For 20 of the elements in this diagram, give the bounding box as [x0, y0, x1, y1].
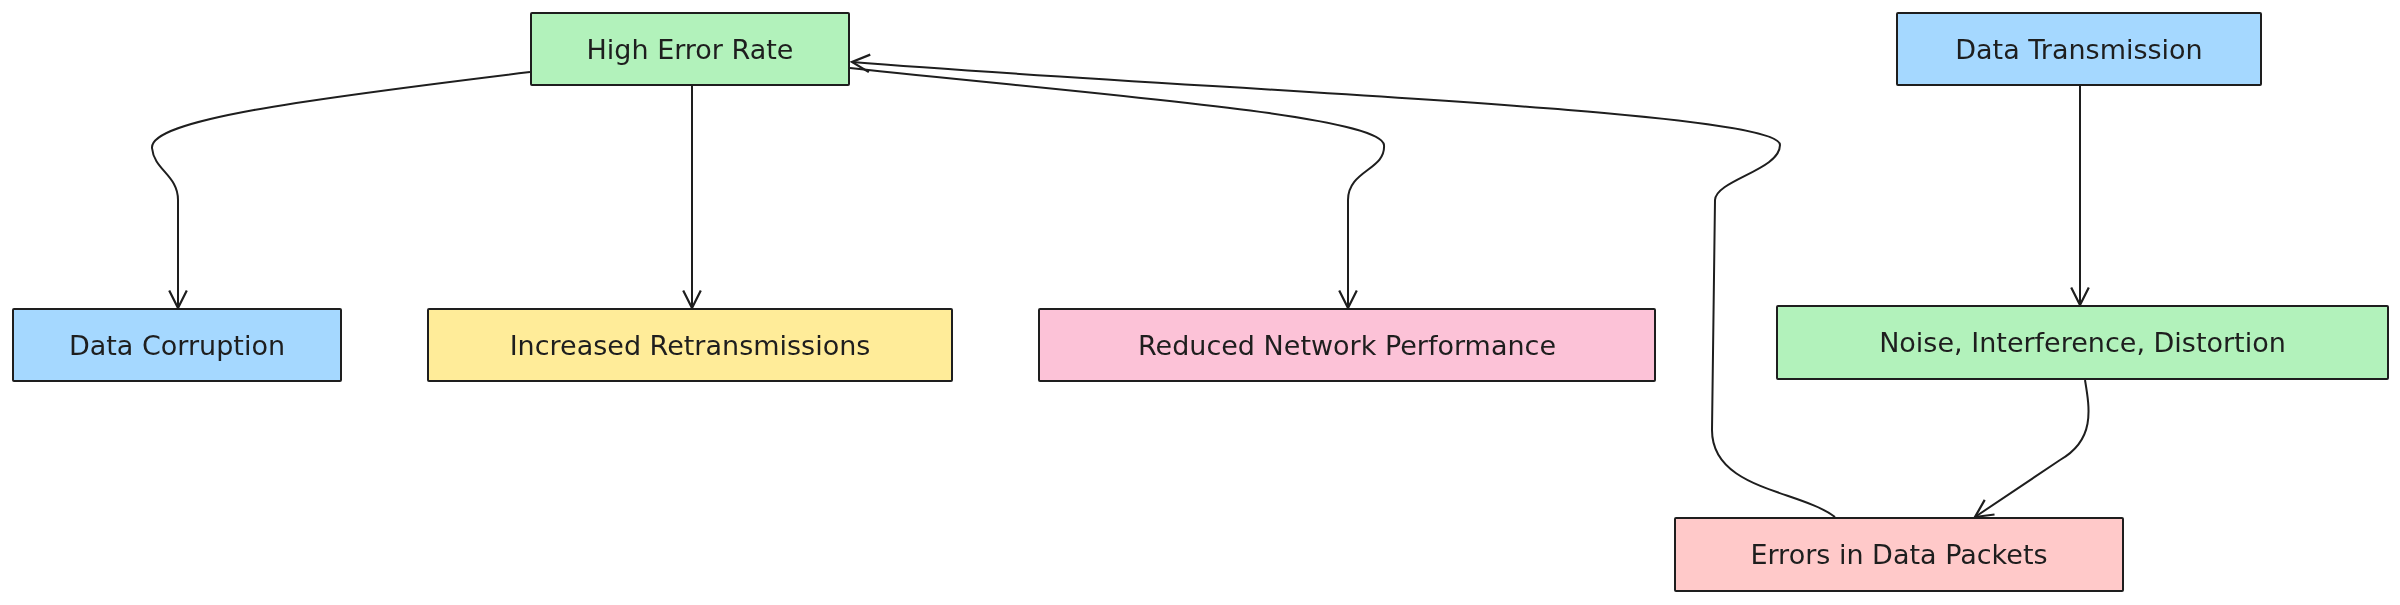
process-box — [1776, 305, 2389, 380]
arrow — [151, 71, 531, 310]
node-label: Errors in Data Packets — [1750, 539, 2048, 570]
node-label: High Error Rate — [586, 33, 794, 65]
arrow — [682, 85, 702, 310]
node-label: Noise, Interference, Distortion — [1879, 327, 2286, 358]
process-box — [1896, 12, 2262, 86]
node-label: Increased Retransmissions — [509, 329, 871, 361]
node-label: Reduced Network Performance — [1138, 329, 1556, 361]
process-box — [1038, 308, 1656, 382]
process-box — [427, 308, 953, 382]
arrow — [2070, 85, 2090, 307]
arrow — [1973, 379, 2090, 519]
process-box — [530, 12, 850, 86]
node-label: Data Corruption — [68, 329, 286, 361]
arrow — [850, 53, 1836, 518]
process-box — [1674, 517, 2124, 592]
node-label: Data Transmission — [1955, 33, 2203, 65]
process-box — [12, 308, 342, 382]
arrow — [849, 67, 1385, 310]
